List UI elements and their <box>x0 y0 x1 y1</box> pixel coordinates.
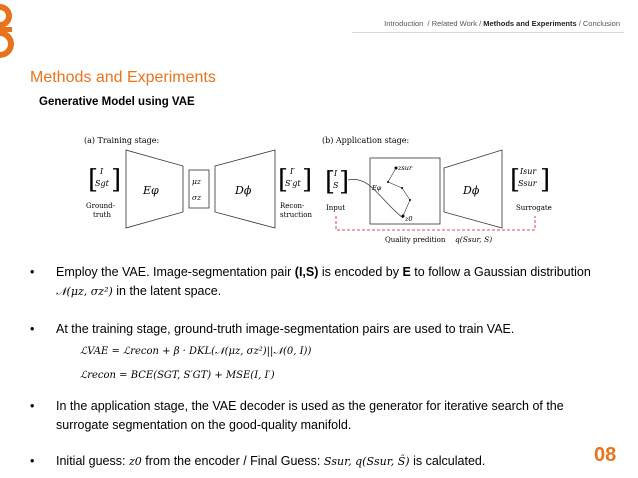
ground-truth-label-1: Ground- <box>86 202 116 210</box>
quality-dashed-line <box>335 216 536 231</box>
bullet-dot: • <box>30 322 35 336</box>
sur-bracket-right: ] <box>540 165 550 195</box>
bullet-text: in the latent space. <box>112 284 222 298</box>
gt-input-bottom: Sgt <box>95 179 110 188</box>
search-point-3 <box>409 199 411 201</box>
encoder-trapezoid <box>125 149 184 229</box>
latent-space-box <box>369 157 441 225</box>
sur-bottom: Ssur <box>518 179 538 188</box>
ground-truth-label-2: truth <box>93 211 111 219</box>
encoder-label: Eφ <box>142 184 159 197</box>
nav-methods[interactable]: Methods and Experiments <box>483 19 577 28</box>
gt-input-top: I <box>99 167 104 176</box>
bullet-text: Initial guess: <box>56 454 126 468</box>
slide-title: Methods and Experiments <box>30 69 216 86</box>
encoder-curve <box>347 179 404 219</box>
decoder-trapezoid <box>214 149 276 229</box>
bullet-text: is calculated. <box>409 454 486 468</box>
recon-label-2: struction <box>280 211 312 219</box>
nav-conclusion[interactable]: / Conclusion <box>578 19 620 28</box>
sur-top: Isur <box>519 167 537 176</box>
surrogate-label: Surrogate <box>516 204 552 212</box>
training-stage-label: (a) Training stage: <box>84 136 159 145</box>
recon-top: I′ <box>289 167 295 176</box>
vae-figure: (a) Training stage: [ ] I Sgt Ground- tr… <box>84 136 552 244</box>
latent-box <box>188 169 210 209</box>
recon-bracket-left: [ <box>278 165 288 195</box>
recon-bracket-right: ] <box>302 165 312 195</box>
recon-bottom: S′gt <box>285 179 301 188</box>
search-point-2 <box>401 187 403 189</box>
equation-vae-loss: ℒVAE = ℒrecon + β · DKL(𝒩(μz, σz²)||𝒩(0,… <box>80 346 312 357</box>
recon-label-1: Recon- <box>280 202 305 210</box>
nav-introduction[interactable]: Introduction <box>384 19 424 28</box>
breadcrumb-nav: Introduction / Related Work / Methods an… <box>384 19 620 28</box>
decoder-label: Dϕ <box>234 184 252 197</box>
app-bracket-right: ] <box>339 167 349 197</box>
nav-related-work[interactable]: / Related Work / <box>427 19 482 28</box>
bullet-text: At the training stage, ground-truth imag… <box>56 322 515 336</box>
final-guess-formula: Ssur, q(Ssur, Ŝ) <box>323 455 410 468</box>
slide-subtitle: Generative Model using VAE <box>39 96 195 108</box>
nav-divider <box>352 32 624 33</box>
page-number: 08 <box>594 444 617 466</box>
bullet-bold-is: (I,S) <box>294 265 319 279</box>
bullet-dot: • <box>30 399 35 413</box>
gt-bracket-right: ] <box>111 165 121 195</box>
bullet-text: from the encoder / Final Guess: <box>141 454 321 468</box>
search-point-1 <box>387 181 389 183</box>
bullet-dot: • <box>30 454 35 468</box>
bullet-text: In the application stage, the VAE decode… <box>56 399 564 432</box>
bullet-text: Employ the VAE. Image-segmentation pair <box>56 265 295 279</box>
bullet-dot: • <box>30 265 35 279</box>
sigma-label: σz <box>192 193 201 202</box>
e-phi-small: Eφ <box>371 184 382 192</box>
app-input-top: I <box>333 169 338 178</box>
decoder-trapezoid-right <box>443 149 503 229</box>
quality-formula: q(Ssur, S) <box>455 235 492 244</box>
application-stage-label: (b) Application stage: <box>322 136 409 145</box>
z0-label: z0 <box>404 215 413 223</box>
bullet-text: is encoded by <box>318 265 403 279</box>
bullet-text: to follow a Gaussian distribution <box>410 265 591 279</box>
logo-icon <box>0 4 14 58</box>
mu-label: μz <box>192 177 201 186</box>
z-sur-label: zsur <box>397 164 413 172</box>
quality-label: Quality predition <box>385 236 446 244</box>
app-bracket-left: [ <box>325 167 335 197</box>
sur-bracket-left: [ <box>510 165 520 195</box>
gt-bracket-left: [ <box>88 165 98 195</box>
decoder-right-label: Dϕ <box>462 184 480 197</box>
gaussian-formula: 𝒩(μz, σz²) <box>56 285 113 298</box>
bullet-bold-e: E <box>402 265 411 279</box>
z0-formula: z0 <box>128 455 142 468</box>
equation-recon-loss: ℒrecon = BCE(SGT, S′GT) + MSE(I, I′) <box>80 370 275 381</box>
app-input-bottom: S <box>333 181 339 190</box>
app-input-label: Input <box>326 204 345 212</box>
